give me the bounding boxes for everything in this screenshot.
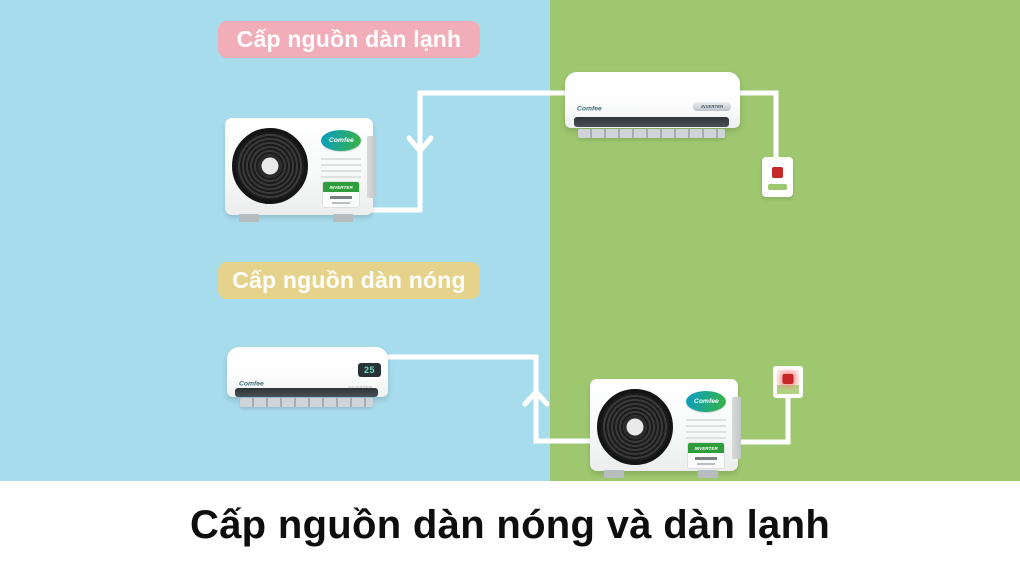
fan-hub — [626, 418, 644, 436]
side-vents — [686, 419, 726, 439]
comfee-logo-text: Comfee — [239, 379, 264, 387]
wire-bottom-indoor-to-outdoor — [385, 354, 599, 444]
pipe-cover — [732, 397, 741, 459]
arrow-up-icon — [522, 388, 550, 407]
comfee-logo: Comfee — [321, 130, 361, 151]
inverter-energy-label: INVERTER — [323, 182, 359, 207]
indoor-unit-body: Comfee 25 INVERTER — [227, 347, 388, 397]
fan-grille-icon — [232, 128, 308, 204]
power-outlet-bottom — [773, 366, 803, 398]
inverter-energy-label: INVERTER — [688, 443, 724, 468]
outdoor-power-badge-label: Cấp nguồn dàn nóng — [232, 267, 466, 293]
inverter-badge: INVERTER — [693, 102, 731, 111]
outlet-red-switch — [782, 374, 794, 384]
indoor-power-badge-label: Cấp nguồn dàn lạnh — [236, 26, 462, 52]
comfee-logo: Comfee — [686, 391, 726, 412]
energy-rating-sticker — [323, 192, 359, 207]
arrow-down-icon — [406, 135, 434, 155]
energy-rating-sticker — [688, 453, 724, 468]
air-vent — [235, 388, 378, 397]
outdoor-power-badge: Cấp nguồn dàn nóng — [218, 262, 480, 299]
inverter-badge-text: INVERTER — [700, 104, 724, 109]
inverter-label-text: INVERTER — [694, 445, 718, 451]
outdoor-unit-body: Comfee INVERTER — [225, 118, 376, 215]
outlet-slot — [768, 184, 787, 190]
unit-foot — [604, 470, 624, 478]
indoor-unit-body: Comfee INVERTER — [565, 72, 740, 128]
pipe-cover — [367, 136, 376, 198]
temperature-display: 25 — [358, 363, 381, 377]
power-outlet-top — [762, 157, 793, 197]
wire-top-indoor-to-outlet — [737, 90, 779, 160]
comfee-logo-text: Comfee — [693, 397, 719, 406]
inverter-script-text: INVERTER — [348, 385, 372, 390]
fan-grille-icon — [597, 389, 673, 465]
page-title: Cấp nguồn dàn nóng và dàn lạnh — [189, 503, 831, 547]
unit-foot — [333, 214, 353, 222]
wire-top-indoor-to-outdoor — [369, 90, 568, 213]
outdoor-unit-top-left: Comfee INVERTER — [225, 118, 376, 222]
indoor-unit-bottom-left: Comfee 25 INVERTER — [227, 347, 388, 407]
fan-hub — [261, 157, 279, 175]
wire-bottom-outdoor-to-outlet — [737, 394, 791, 445]
comfee-logo-text: Comfee — [577, 104, 602, 112]
indoor-power-badge: Cấp nguồn dàn lạnh — [218, 21, 480, 58]
louver-slats — [240, 398, 373, 407]
outdoor-unit-bottom-right: Comfee INVERTER — [590, 379, 741, 478]
outlet-red-switch — [772, 167, 783, 178]
outdoor-unit-body: Comfee INVERTER — [590, 379, 741, 471]
comfee-logo-text: Comfee — [328, 136, 354, 145]
side-vents — [321, 158, 361, 178]
caption-bar: Cấp nguồn dàn nóng và dàn lạnh — [0, 481, 1020, 570]
unit-foot — [239, 214, 259, 222]
inverter-label-text: INVERTER — [329, 184, 353, 190]
air-vent — [574, 117, 729, 127]
unit-foot — [698, 470, 718, 478]
indoor-unit-top-right: Comfee INVERTER — [565, 72, 740, 138]
louver-slats — [578, 129, 725, 138]
